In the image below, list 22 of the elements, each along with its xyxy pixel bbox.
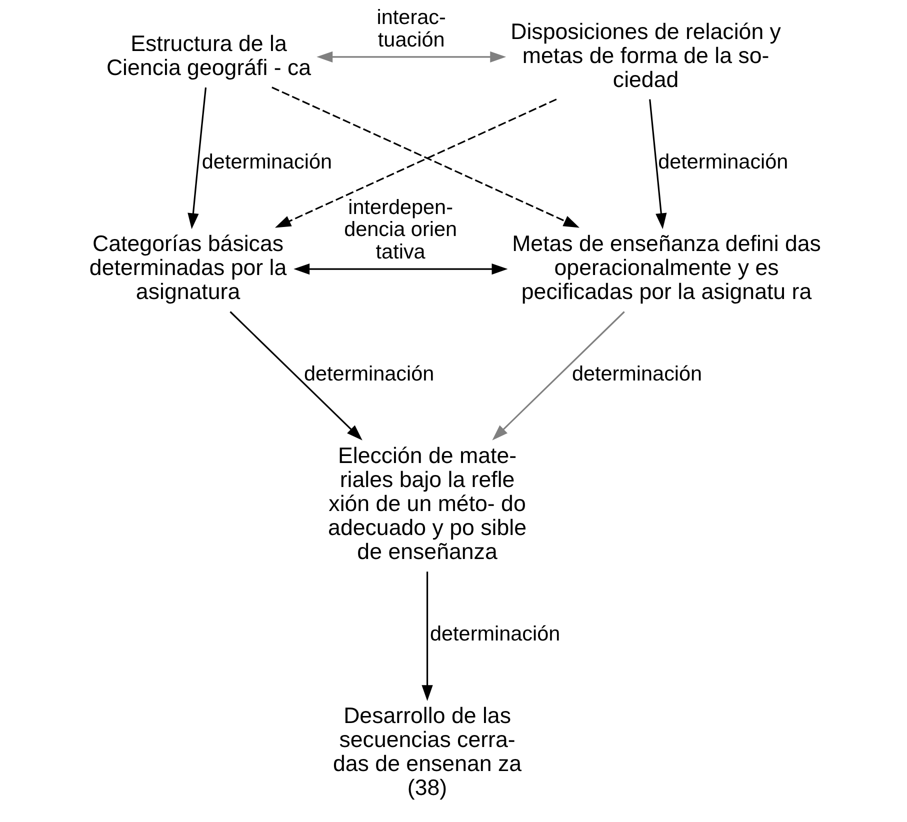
node-text: Estructura de la Ciencia geográfi - ca (106, 30, 311, 80)
edge-label: determinación (430, 622, 560, 646)
node-text: Metas de enseñanza defini das operacionalmente y es pecificadas por la asignatu ra (512, 231, 820, 304)
node-text: Categorías básicas determinadas por la asignatura (88, 231, 286, 304)
edge-label: interac- tuación (376, 6, 446, 52)
edge-label: determinación (658, 150, 788, 174)
node-text: Disposiciones de relación y metas de forma de la so- ciedad (510, 18, 780, 92)
arrow (293, 263, 508, 275)
node-text: Elección de mate- riales bajo la refle xión de un méto- do adecuado y po sible de enseñanza (328, 443, 526, 564)
arrow (187, 87, 206, 230)
node-text: Desarrollo de las secuencias cerra- das de ensenan za (38) (332, 703, 522, 800)
arrow (229, 311, 362, 440)
arrow (648, 99, 666, 230)
arrow (271, 86, 579, 228)
edge-label: interdepen- dencia orien tativa (344, 196, 457, 264)
arrow (492, 311, 624, 440)
edge-label: determinación (201, 150, 332, 174)
edge-label: determinación (304, 362, 434, 386)
arrow (421, 572, 432, 702)
edge-label: determinación (571, 362, 702, 386)
arrow (316, 51, 506, 62)
arrow (274, 98, 556, 228)
